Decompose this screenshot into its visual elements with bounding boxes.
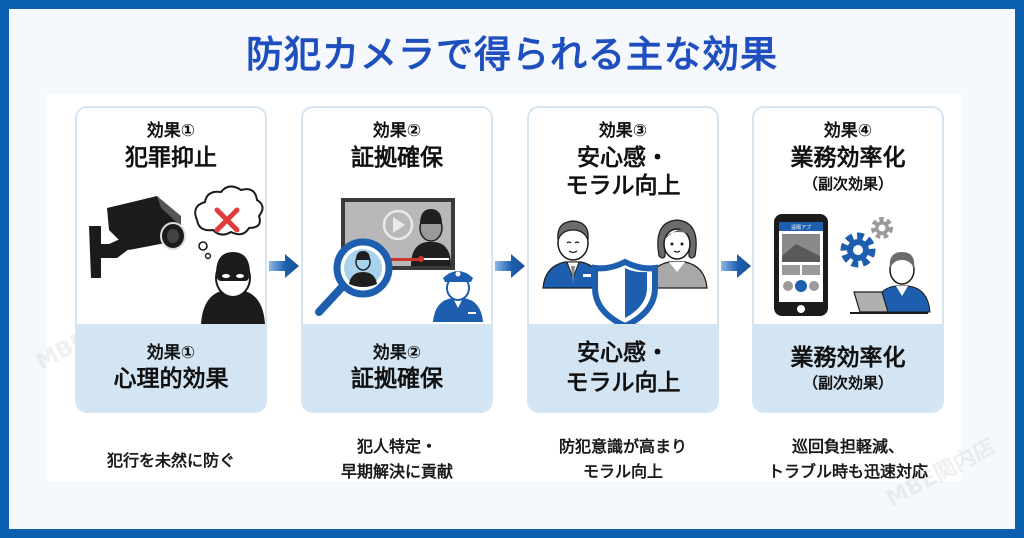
effect-number: 効果③ bbox=[598, 121, 648, 141]
effect-subcategory: （副次効果） bbox=[802, 373, 893, 392]
effect-description: 防犯意識が高まり モラル向上 bbox=[508, 434, 738, 484]
effect-card-1: 効果① 犯罪抑止 bbox=[75, 106, 267, 413]
effect-number: 効果② bbox=[372, 121, 422, 141]
effect-heading: 業務効率化 bbox=[790, 145, 906, 171]
description-line: 犯行を未然に防ぐ bbox=[106, 451, 235, 470]
video-footage-magnifier-police-illustration bbox=[315, 198, 483, 322]
card-label-area: 安心感・ モラル向上 bbox=[529, 324, 717, 411]
arrow-right-icon bbox=[495, 254, 525, 278]
security-camera-and-burglar-illustration bbox=[89, 185, 265, 324]
card-top: 効果② 証拠確保 bbox=[303, 108, 491, 326]
card-top: 効果③ 安心感・ モラル向上 bbox=[529, 108, 717, 326]
card-label-area: 効果① 心理的効果 bbox=[77, 324, 265, 411]
effect-category: 心理的効果 bbox=[113, 365, 229, 392]
description-line: モラル向上 bbox=[582, 462, 663, 481]
description-line: 防犯意識が高まり bbox=[558, 437, 687, 456]
businessman-icon bbox=[542, 220, 604, 289]
arrow-right-icon bbox=[721, 254, 751, 278]
effect-card-4: 効果④ 業務効率化 （副次効果） 遠隔アプ bbox=[752, 106, 944, 413]
effect-description: 犯行を未然に防ぐ bbox=[56, 448, 286, 473]
police-officer-icon bbox=[433, 271, 483, 322]
effect-description: 犯人特定・ 早期解決に貢献 bbox=[282, 434, 512, 484]
card-label-area: 効果② 証拠確保 bbox=[303, 324, 491, 411]
page-title: 防犯カメラで得られる主な効果 bbox=[246, 33, 778, 76]
card-label-area: 業務効率化 （副次効果） bbox=[754, 324, 942, 411]
people-with-shield-illustration bbox=[542, 219, 708, 326]
effect-subheading: （副次効果） bbox=[802, 175, 893, 193]
gear-gray-icon bbox=[871, 217, 893, 239]
card-top: 効果④ 業務効率化 （副次効果） 遠隔アプ bbox=[754, 108, 942, 326]
description-line: 早期解決に貢献 bbox=[340, 462, 453, 481]
gear-blue-icon bbox=[840, 232, 876, 268]
effect-heading: モラル向上 bbox=[565, 173, 681, 199]
magnifier-icon bbox=[315, 238, 393, 316]
effect-card-3: 効果③ 安心感・ モラル向上 bbox=[527, 106, 719, 413]
burglar-icon bbox=[201, 252, 265, 324]
thought-bubble-icon bbox=[194, 185, 264, 260]
effect-number: 効果① bbox=[146, 121, 196, 141]
effect-number: 効果④ bbox=[823, 121, 873, 141]
shield-icon bbox=[592, 258, 658, 326]
office-worker-icon bbox=[850, 252, 931, 314]
play-button-icon bbox=[382, 209, 414, 241]
description-line: トラブル時も迅速対応 bbox=[767, 462, 928, 481]
woman-icon bbox=[646, 219, 708, 289]
description-line: 犯人特定・ bbox=[356, 437, 437, 456]
effect-number: 効果① bbox=[146, 342, 196, 363]
effect-heading: 安心感・ bbox=[577, 145, 669, 171]
smartphone-icon: 遠隔アプ bbox=[774, 214, 828, 316]
effect-card-2: 効果② 証拠確保 bbox=[301, 106, 493, 413]
smartphone-app-gears-worker-illustration: 遠隔アプ bbox=[774, 214, 931, 316]
security-camera-icon bbox=[89, 196, 186, 278]
effect-heading: 証拠確保 bbox=[351, 145, 443, 171]
card-top: 効果① 犯罪抑止 bbox=[77, 108, 265, 326]
effect-category: 安心感・ bbox=[577, 339, 669, 366]
arrow-right-icon bbox=[269, 254, 299, 278]
effect-heading: 犯罪抑止 bbox=[125, 145, 217, 171]
effect-description: 巡回負担軽減、 トラブル時も迅速対応 bbox=[733, 434, 963, 484]
effect-number: 効果② bbox=[372, 342, 422, 363]
effect-category: 証拠確保 bbox=[351, 365, 443, 392]
description-line: 巡回負担軽減、 bbox=[791, 437, 904, 456]
red-x-icon bbox=[214, 207, 240, 233]
video-screen-icon bbox=[341, 198, 455, 270]
app-header-text: 遠隔アプ bbox=[791, 224, 811, 231]
effect-category: 業務効率化 bbox=[790, 344, 906, 371]
effect-category: モラル向上 bbox=[565, 369, 681, 396]
